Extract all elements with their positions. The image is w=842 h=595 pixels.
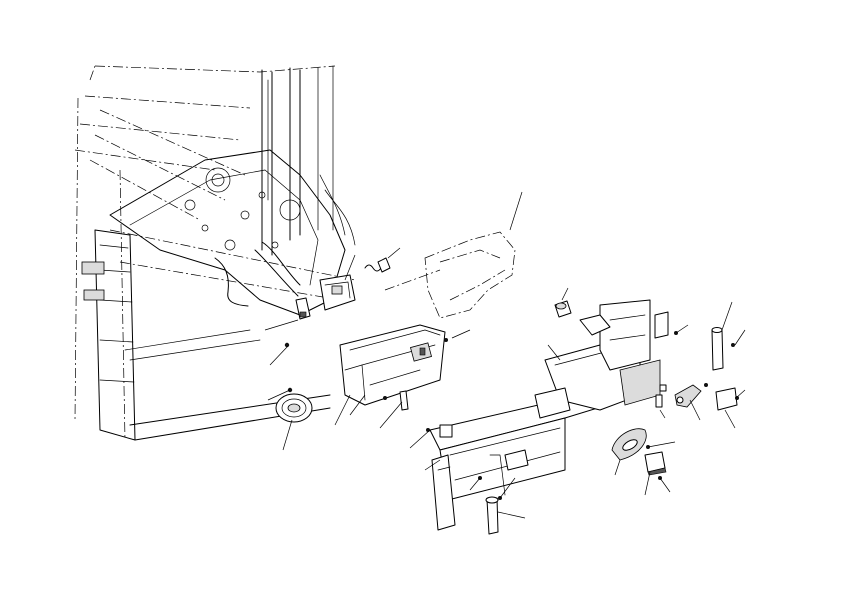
- phantom-unit: [384, 231, 516, 319]
- base-frame: [426, 299, 661, 535]
- left-small-parts: [275, 257, 391, 423]
- machine-frame: [74, 65, 356, 441]
- leader-lines: [264, 191, 746, 519]
- right-small-parts: [554, 300, 739, 480]
- center-unit: [339, 324, 448, 411]
